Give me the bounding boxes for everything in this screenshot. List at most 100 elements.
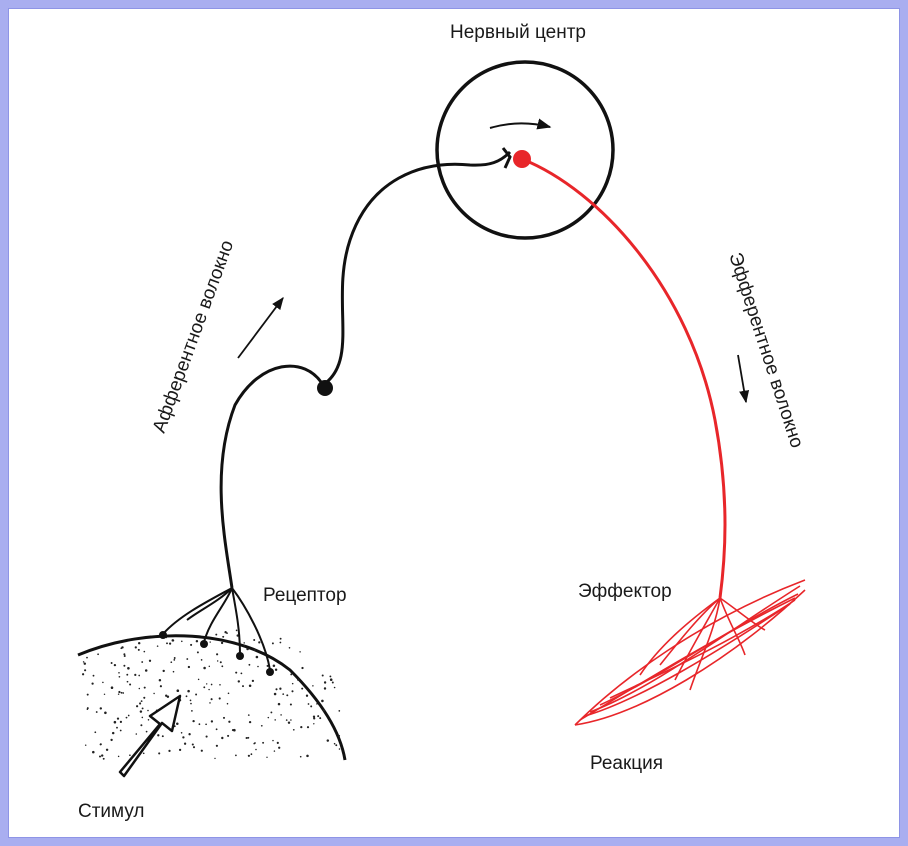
stipple-dot [237, 680, 240, 683]
stipple-dot [326, 739, 330, 742]
stipple-dot [99, 743, 102, 746]
stipple-dot [172, 670, 175, 673]
stipple-dot [322, 709, 326, 712]
stipple-dot [228, 720, 231, 723]
stipple-dot [323, 687, 327, 690]
stipple-dot [248, 663, 251, 666]
stipple-dot [301, 687, 304, 690]
stipple-dot [157, 734, 160, 737]
efferent-fiber-label: Эфферентное волокно [724, 250, 807, 451]
stipple-dot [95, 711, 98, 713]
stipple-dot [316, 703, 318, 705]
afferent-fiber-label: Афферентное волокно [149, 238, 238, 436]
stipple-dot [183, 742, 187, 745]
stipple-dot [279, 641, 282, 644]
stipple-dot [195, 693, 198, 696]
stipple-dot [214, 757, 216, 760]
stipple-dot [138, 674, 141, 677]
stipple-dot [187, 689, 190, 693]
stipple-dot [301, 666, 304, 670]
stipple-dot [139, 710, 143, 713]
stipple-dot [205, 683, 208, 685]
stipple-dot [333, 686, 336, 689]
stipple-dot [198, 723, 201, 726]
stipple-dot [210, 720, 214, 723]
stipple-dot [306, 754, 309, 758]
stipple-dot [333, 742, 336, 745]
stipple-dot [291, 690, 294, 693]
stipple-dot [323, 681, 327, 684]
stipple-dot [250, 753, 253, 756]
efferent-direction-arrow [737, 354, 750, 404]
stipple-dot [270, 711, 273, 714]
stipple-dot [166, 695, 170, 698]
stipple-dot [196, 651, 199, 654]
stipple-dot [83, 662, 87, 665]
stipple-dot [123, 654, 126, 658]
stipple-dot [247, 736, 250, 739]
stipple-dot [110, 686, 114, 689]
afferent-ganglion [317, 380, 333, 396]
stipple-dot [235, 629, 238, 632]
stipple-dot [144, 669, 148, 672]
stipple-dot [84, 669, 87, 672]
afferent-direction-arrow [237, 296, 284, 359]
stipple-dot [120, 647, 123, 650]
stipple-dot [337, 734, 341, 737]
stipple-dot [221, 665, 224, 668]
stipple-dot [176, 689, 180, 692]
stipple-dot [195, 639, 199, 643]
stipple-dot [123, 653, 126, 656]
stipple-dot [197, 678, 200, 681]
stipple-dot [129, 754, 131, 757]
stipple-dot [141, 716, 144, 719]
stipple-dot [158, 752, 161, 755]
stipple-dot [331, 681, 334, 684]
stipple-dot [82, 661, 85, 663]
stipple-dot [173, 659, 176, 661]
stipple-dot [243, 642, 245, 644]
stipple-dot [312, 685, 314, 687]
stipple-dot [285, 719, 288, 721]
stipple-dot [287, 721, 291, 724]
stipple-dot [118, 672, 120, 674]
stipple-dot [129, 683, 132, 686]
stipple-dot [189, 699, 192, 702]
stipple-dot [120, 691, 123, 694]
stipple-dot [221, 736, 224, 740]
stipple-dot [299, 755, 302, 758]
stipple-dot [148, 659, 152, 662]
stipple-dot [122, 692, 125, 694]
stipple-dot [235, 671, 238, 674]
stipple-dot [205, 723, 207, 726]
stipple-dot [307, 703, 310, 705]
stipple-dot [141, 661, 144, 663]
receptor-endings [162, 587, 271, 671]
stipple-dot [172, 639, 175, 642]
stipple-dot [143, 696, 146, 699]
stipple-dot [209, 702, 211, 704]
stipple-dot [113, 663, 117, 667]
stipple-dot [127, 714, 130, 717]
stipple-dot [104, 711, 107, 715]
stipple-dot [220, 641, 224, 645]
stipple-dot [190, 702, 192, 705]
stipple-dot [247, 754, 251, 757]
stipple-dot [161, 735, 164, 738]
stipple-dot [219, 661, 222, 664]
stipple-dot [235, 754, 237, 757]
stipple-dot [215, 728, 218, 731]
stipple-dot [156, 645, 159, 647]
stipple-dot [274, 668, 278, 671]
nerve-center-arrow [489, 118, 552, 130]
stipple-dot [217, 660, 219, 662]
stipple-dot [136, 705, 139, 708]
stimulus-arrow [118, 694, 182, 778]
stipple-dot [200, 659, 203, 661]
stipple-dot [280, 714, 282, 716]
stipple-dot [329, 675, 332, 678]
effector-muscle [574, 579, 806, 726]
stipple-dot [86, 656, 88, 659]
stipple-dot [253, 648, 256, 652]
